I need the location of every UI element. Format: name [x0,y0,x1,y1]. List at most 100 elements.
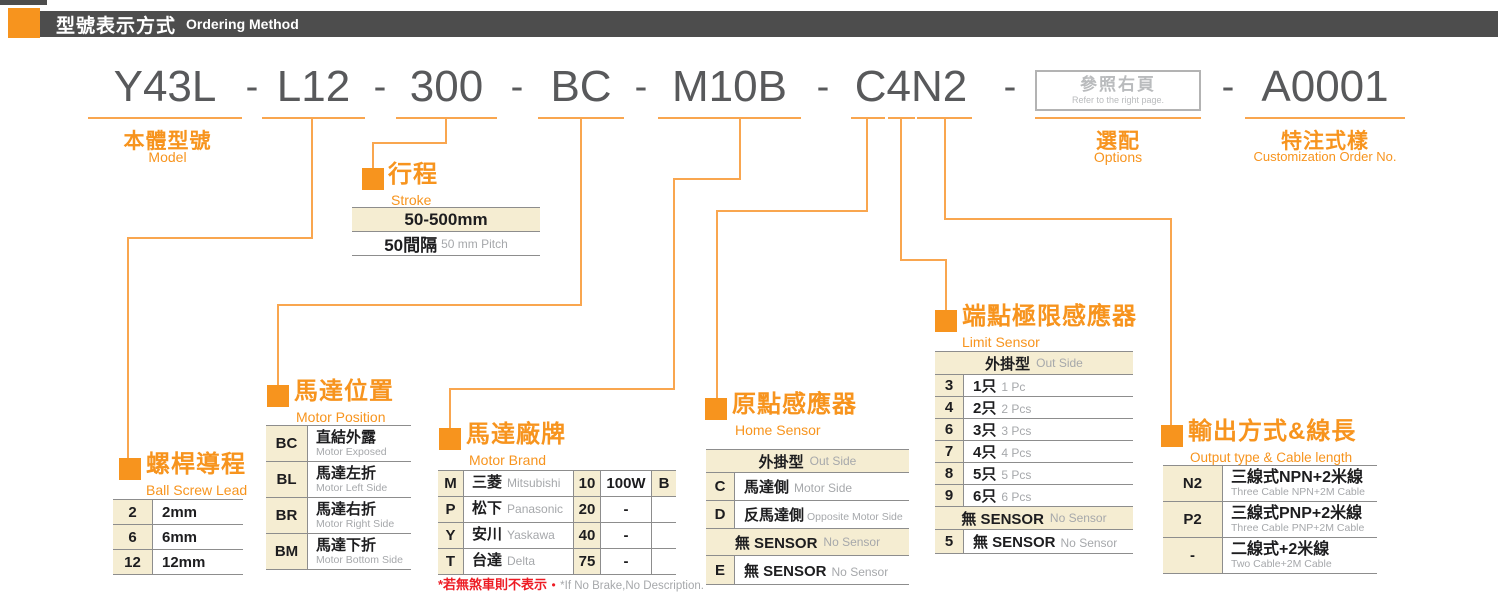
motor-brand-title-zh: 馬達廠牌 [466,421,566,448]
value-en: 1 Pc [1001,380,1026,394]
value-zh: 6只 [973,488,997,505]
value-zh: 無 SENSOR [973,534,1056,551]
code-dash: - [1003,66,1017,108]
connector-brand [673,178,741,180]
group-zh: 無 SENSOR [961,510,1044,528]
value-en: 5 Pcs [1001,468,1032,482]
power-cell: 40 [574,523,601,548]
code-cell: Y [438,523,464,548]
value-zh: 4只 [973,444,997,461]
header-accent-square [8,8,40,38]
label-options-en: Options [1093,149,1143,165]
code-cell: BL [266,462,308,497]
power-cell: 75 [574,549,601,574]
brand-en: Delta [507,554,536,568]
output-title-en: Output type & Cable length [1190,450,1353,465]
code-segment-position: BC [550,62,612,111]
value-en: 6 Pcs [1001,490,1032,504]
page-edge-artifact [0,0,47,5]
value-en: Motor Bottom Side [316,554,403,566]
connector-stroke [445,119,447,144]
watt-cell: - [601,497,652,522]
code-cell: BM [266,534,308,569]
underline [538,117,624,119]
bullet-square [1161,425,1183,447]
label-model-zh: 本體型號 [123,130,212,153]
underline [1245,117,1405,119]
underline [888,117,915,119]
code-cell: P2 [1163,502,1223,537]
code-cell: N2 [1163,466,1223,501]
label-model-en: Model [148,149,187,165]
connector-brand [673,178,675,390]
table-row: 2 2mm [113,500,243,525]
brand-zh: 松下 [472,500,503,517]
code-dash: - [373,66,387,108]
value-en: Motor Right Side [316,518,395,530]
motor-position-title-zh: 馬達位置 [294,378,394,405]
connector-position [277,304,582,306]
stroke-title-zh: 行程 [388,161,438,188]
table-row: T 台達 Delta 75 - [438,549,676,575]
code-segment-model: Y43L [113,62,217,111]
value-zh: 1只 [973,378,997,395]
options-reference-box: 參照右頁 Refer to the right page. [1035,70,1201,111]
underline [851,117,885,119]
watt-cell: - [601,549,652,574]
code-cell: E [706,556,735,584]
value-en: No Sensor [831,564,889,579]
underline [917,117,972,119]
brake-footnote: *若無煞車則不表示 • *If No Brake,No Description. [438,574,704,594]
group-header-row: 無 SENSOR No Sensor [935,507,1133,530]
value-en: No Sensor [1060,536,1118,550]
value-en: Three Cable PNP+2M Cable [1231,522,1365,534]
home-sensor-title-en: Home Sensor [735,422,821,438]
code-segment-brand: M10B [672,62,787,111]
value-cell: 2mm [162,503,198,521]
output-title-zh: 輸出方式&線長 [1188,418,1357,445]
stroke-pitch-en: 50 mm Pitch [441,236,508,251]
code-cell: T [438,549,464,574]
value-zh: 馬達下折 [316,537,377,554]
connector-lead [127,237,313,239]
group-en: Out Side [809,454,857,468]
code-segment-lead: L12 [276,62,351,111]
limit-sensor-title-zh: 端點極限感應器 [962,303,1137,330]
value-en: Motor Exposed [316,446,387,458]
group-en: Out Side [1036,356,1083,370]
underline [262,117,365,119]
code-cell: 2 [113,500,153,524]
group-zh: 外掛型 [985,355,1031,373]
code-dash: - [634,66,648,108]
watt-cell: - [601,523,652,548]
value-en: 4 Pcs [1001,446,1032,460]
power-cell: 20 [574,497,601,522]
motor-brand-title-en: Motor Brand [469,452,547,468]
code-cell: BC [266,426,308,461]
underline [658,117,801,119]
connector-limit-sensor [900,119,902,261]
footnote-en: *If No Brake,No Description. [560,580,704,592]
brand-zh: 安川 [472,526,503,543]
value-zh: 反馬達側 [744,507,805,524]
group-header-row: 外掛型 Out Side [935,352,1133,375]
table-row: 12 12mm [113,550,243,575]
footnote-zh: *若無煞車則不表示 [438,577,548,592]
bullet-square [935,310,957,332]
brand-zh: 台達 [472,552,503,569]
code-cell: M [438,471,464,496]
group-en: No Sensor [823,535,881,549]
code-segment-stroke: 300 [409,62,484,111]
code-cell: 12 [113,550,153,574]
connector-brand [739,119,741,180]
connector-limit-sensor [900,259,947,261]
code-cell: BR [266,498,308,533]
value-cell: 6mm [162,528,198,546]
